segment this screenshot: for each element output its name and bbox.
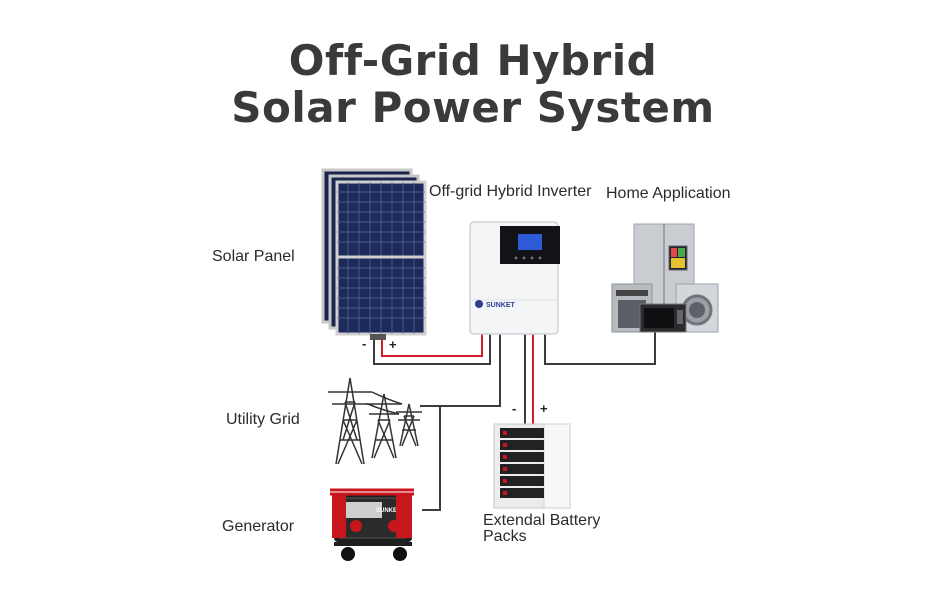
- home-application-label: Home Application: [606, 185, 731, 202]
- utility-grid-label: Utility Grid: [226, 411, 300, 428]
- wire-grid: [420, 334, 501, 407]
- utility-grid-illustration: [328, 377, 422, 465]
- inverter-illustration: SUNKET: [469, 221, 560, 335]
- panel-negative-terminal: -: [362, 336, 367, 351]
- wire-panel-negative: [373, 334, 491, 365]
- title-line-2: Solar Power System: [231, 83, 715, 132]
- wire-panel-positive: [381, 334, 483, 357]
- home-appliances-illustration: [611, 223, 719, 333]
- generator-illustration: SUNKET: [330, 488, 414, 561]
- wire-home: [544, 332, 656, 365]
- solar-panel-label: Solar Panel: [212, 248, 295, 265]
- battery-negative-terminal: -: [512, 401, 517, 416]
- generator-label: Generator: [222, 518, 295, 535]
- battery-rack-illustration: [493, 423, 571, 509]
- generator-brand-text: SUNKET: [376, 508, 401, 514]
- battery-label-line-1: Extendal Battery: [483, 512, 601, 529]
- inverter-label: Off-grid Hybrid Inverter: [429, 183, 592, 200]
- solar-panel-illustration: [321, 168, 427, 340]
- battery-positive-terminal: +: [540, 401, 548, 416]
- wiring: [373, 332, 656, 511]
- wire-generator: [422, 406, 441, 511]
- panel-positive-terminal: +: [389, 337, 397, 352]
- inverter-brand-text: SUNKET: [486, 302, 516, 309]
- battery-label-line-2: Packs: [483, 528, 527, 545]
- title-line-1: Off-Grid Hybrid: [288, 36, 658, 85]
